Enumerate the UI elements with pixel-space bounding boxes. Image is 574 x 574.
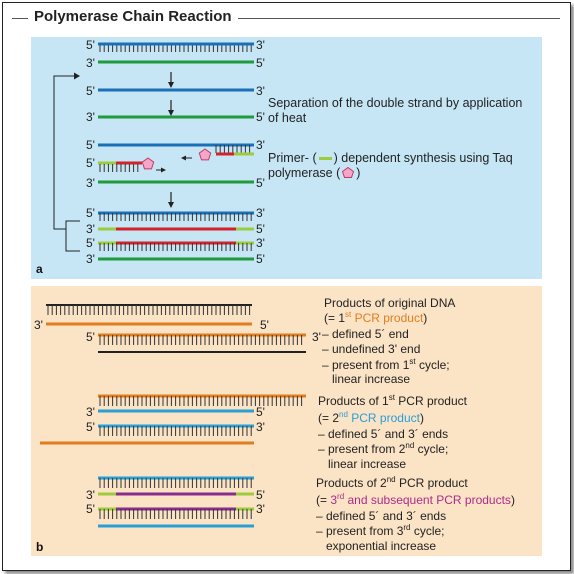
end-label: 5' xyxy=(86,84,95,98)
end-label: 3' xyxy=(86,405,95,419)
separation-text-line2: of heat xyxy=(268,111,307,125)
primer-text-line2: polymerase () xyxy=(268,166,361,180)
group3-product: (= 3rd and subsequent PCR products) xyxy=(316,492,515,508)
group2-item: linear increase xyxy=(328,457,407,471)
end-label: 5' xyxy=(256,252,265,266)
polymerase-icon xyxy=(141,157,155,170)
end-label: 5' xyxy=(256,405,265,419)
end-label: 3' xyxy=(86,176,95,190)
group3-item: – defined 5´ and 3´ ends xyxy=(316,509,447,523)
end-label: 3' xyxy=(86,222,95,236)
group3-item: – present from 3rd cycle; xyxy=(316,523,445,539)
cycle-arrow-head xyxy=(74,72,80,80)
end-label: 5' xyxy=(256,488,265,502)
base-pair-ticks xyxy=(99,44,252,52)
group2-item: – defined 5´ and 3´ ends xyxy=(318,427,449,441)
polymerase-icon xyxy=(198,148,212,161)
end-label: 5' xyxy=(256,176,265,190)
cycle-arrow xyxy=(53,75,77,230)
end-label: 3' xyxy=(256,420,265,434)
end-label: 3' xyxy=(256,138,265,152)
group1-product: (= 1st PCR product) xyxy=(324,310,428,326)
base-pair-ticks xyxy=(215,145,251,153)
group2-item: – present from 2nd cycle; xyxy=(318,441,449,457)
group1-title: Products of original DNA xyxy=(324,296,456,310)
primer-legend-icon xyxy=(318,157,332,161)
end-label: 3' xyxy=(86,252,95,266)
end-label: 5' xyxy=(86,330,95,344)
group1-item: – defined 5´ end xyxy=(322,327,409,341)
end-label: 5' xyxy=(86,420,95,434)
title-rule xyxy=(12,18,560,19)
group3-title: Products of 2nd PCR product xyxy=(316,475,468,491)
end-label: 5' xyxy=(256,222,265,236)
group1-item: – undefined 3' end xyxy=(322,342,421,356)
primer-text-line1: Primer- () dependent synthesis using Taq xyxy=(268,151,513,165)
group1-item: linear increase xyxy=(332,372,411,386)
end-label: 3' xyxy=(86,110,95,124)
group2-product: (= 2nd PCR product) xyxy=(318,410,424,426)
end-label: 3' xyxy=(256,84,265,98)
end-label: 3' xyxy=(86,56,95,70)
panel-b-label: b xyxy=(36,540,44,554)
end-label: 3' xyxy=(86,488,95,502)
end-label: 5' xyxy=(86,156,95,170)
figure-title: Polymerase Chain Reaction xyxy=(28,8,238,25)
base-pair-ticks xyxy=(99,478,252,488)
group1-item: – present from 1st cycle; xyxy=(322,357,450,373)
end-label: 3' xyxy=(34,318,43,332)
synthesis-arrow-head xyxy=(181,155,186,161)
end-label: 5' xyxy=(256,56,265,70)
base-pair-ticks xyxy=(99,164,139,172)
step-arrow-head xyxy=(168,202,174,208)
panel-b xyxy=(31,286,542,556)
end-label: 5' xyxy=(256,110,265,124)
step-arrow-head xyxy=(168,82,174,88)
end-label: 5' xyxy=(86,38,95,52)
end-label: 3' xyxy=(256,38,265,52)
synthesis-arrow-head xyxy=(161,167,166,173)
end-label: 5' xyxy=(260,318,269,332)
base-pair-ticks xyxy=(99,396,303,406)
group3-item: exponential increase xyxy=(326,539,437,553)
separation-text-line1: Separation of the double strand by appli… xyxy=(268,96,523,110)
base-pair-ticks xyxy=(99,335,303,345)
end-label: 5' xyxy=(86,206,95,220)
base-pair-ticks xyxy=(99,509,252,519)
base-pair-ticks xyxy=(99,243,252,251)
base-pair-ticks xyxy=(47,305,251,315)
base-pair-ticks xyxy=(99,213,252,221)
end-label: 3' xyxy=(312,330,321,344)
end-label: 5' xyxy=(86,236,95,250)
base-pair-ticks xyxy=(99,426,252,436)
end-label: 3' xyxy=(256,206,265,220)
panel-a-label: a xyxy=(36,262,43,276)
end-label: 5' xyxy=(86,502,95,516)
end-label: 5' xyxy=(86,138,95,152)
group2-title: Products of 1st PCR product xyxy=(318,393,467,409)
cycle-bracket xyxy=(65,220,80,252)
end-label: 3' xyxy=(256,236,265,250)
panel-a xyxy=(31,37,542,279)
polymerase-legend-icon xyxy=(342,167,355,178)
end-label: 3' xyxy=(256,502,265,516)
step-arrow-head xyxy=(168,110,174,116)
